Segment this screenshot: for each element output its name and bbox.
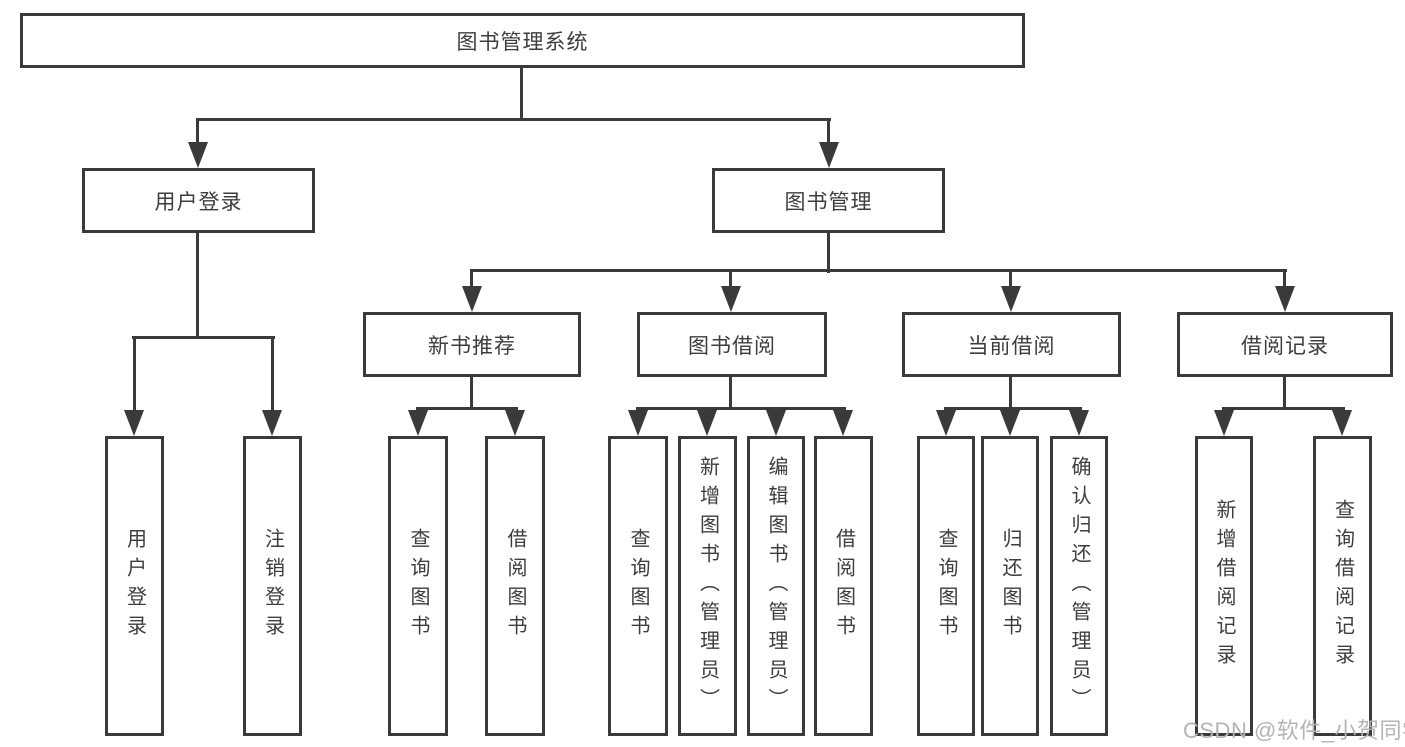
arrow-book-borrow	[721, 286, 741, 312]
arrow-borrow-record	[1275, 286, 1295, 312]
connector-user-login-split	[132, 336, 275, 339]
node-borrow-record: 借阅记录	[1177, 312, 1393, 377]
leaf-query-book-recommend: 查询图书	[388, 436, 448, 736]
node-borrow-record-label: 借阅记录	[1241, 334, 1329, 358]
connector-book-management-stem	[827, 231, 830, 273]
connector-root-split	[196, 118, 831, 121]
leaf-user-login: 用户登录	[105, 436, 164, 736]
node-user-login-label: 用户登录	[154, 190, 243, 214]
leaf-return-book-label: 归还图书	[999, 528, 1021, 644]
arrow-leaf-query-book-borrow	[628, 410, 648, 436]
leaf-user-login-label: 用户登录	[123, 528, 146, 644]
leaf-borrow-book-recommend: 借阅图书	[485, 436, 545, 736]
connector-book-management-split	[470, 269, 1287, 272]
arrow-leaf-add-book-admin	[697, 410, 717, 436]
connector-book-borrow-stem	[729, 375, 732, 410]
leaf-logout-login-label: 注销登录	[261, 528, 284, 644]
leaf-query-borrow-record-label: 查询借阅记录	[1331, 499, 1354, 673]
arrow-current-borrow	[1001, 286, 1021, 312]
connector-root-stem	[520, 66, 523, 120]
leaf-add-borrow-record-label: 新增借阅记录	[1213, 499, 1235, 673]
node-new-book-recommend: 新书推荐	[363, 312, 581, 377]
leaf-query-book-recommend-label: 查询图书	[407, 528, 429, 644]
leaf-borrow-book: 借阅图书	[814, 436, 873, 736]
leaf-return-book: 归还图书	[981, 436, 1039, 736]
leaf-edit-book-admin: 编辑图书（管理员）	[747, 436, 805, 736]
leaf-add-book-admin-label: 新增图书（管理员）	[696, 455, 719, 717]
leaf-confirm-return-admin: 确认归还（管理员）	[1050, 436, 1108, 736]
arrow-leaf-add-borrow-record	[1214, 410, 1234, 436]
connector-borrow-record-stem	[1283, 375, 1286, 410]
arrow-user-login	[188, 142, 208, 168]
connector-user-login-stem	[196, 231, 199, 338]
node-book-management-label: 图书管理	[784, 190, 873, 214]
connector-book-borrow-drop	[729, 269, 732, 291]
arrow-leaf-query-book-current	[936, 410, 956, 436]
leaf-query-book-current-label: 查询图书	[935, 528, 957, 644]
connector-leaf-user-login-drop	[133, 336, 136, 416]
connector-current-borrow-split	[944, 407, 1082, 410]
arrow-leaf-logout	[262, 410, 282, 436]
arrow-new-book-recommend	[462, 286, 482, 312]
connector-book-management-drop	[827, 118, 830, 148]
node-current-borrow: 当前借阅	[902, 312, 1121, 377]
node-user-login: 用户登录	[82, 168, 315, 233]
connector-new-book-recommend-stem	[470, 375, 473, 410]
connector-leaf-logout-drop	[271, 336, 274, 416]
leaf-query-borrow-record: 查询借阅记录	[1313, 436, 1372, 736]
connector-borrow-record-split	[1222, 407, 1345, 410]
node-root: 图书管理系统	[20, 13, 1025, 68]
node-book-management: 图书管理	[712, 168, 945, 233]
connector-current-borrow-drop	[1009, 269, 1012, 291]
leaf-add-book-admin: 新增图书（管理员）	[678, 436, 737, 736]
connector-current-borrow-stem	[1009, 375, 1012, 410]
node-book-borrow-label: 图书借阅	[688, 334, 776, 358]
arrow-leaf-borrow-book	[833, 410, 853, 436]
arrow-leaf-edit-book-admin	[766, 410, 786, 436]
node-root-label: 图书管理系统	[456, 30, 589, 54]
leaf-query-book-borrow-label: 查询图书	[627, 528, 649, 644]
connector-user-login-drop	[196, 118, 199, 148]
connector-book-borrow-split	[636, 407, 846, 410]
connector-new-book-recommend-drop	[470, 269, 473, 291]
arrow-leaf-confirm-return-admin	[1069, 410, 1089, 436]
arrow-leaf-query-book-recommend	[408, 410, 428, 436]
connector-new-book-recommend-split	[416, 407, 518, 410]
arrow-leaf-borrow-book-recommend	[505, 410, 525, 436]
node-current-borrow-label: 当前借阅	[967, 334, 1056, 358]
leaf-edit-book-admin-label: 编辑图书（管理员）	[765, 455, 787, 717]
connector-borrow-record-drop	[1283, 269, 1286, 291]
leaf-confirm-return-admin-label: 确认归还（管理员）	[1068, 455, 1090, 717]
leaf-borrow-book-recommend-label: 借阅图书	[504, 528, 526, 644]
node-new-book-recommend-label: 新书推荐	[428, 334, 516, 358]
leaf-logout-login: 注销登录	[243, 436, 302, 736]
arrow-leaf-user-login	[124, 410, 144, 436]
leaf-borrow-book-label: 借阅图书	[832, 528, 855, 644]
leaf-add-borrow-record: 新增借阅记录	[1195, 436, 1253, 736]
arrow-book-management	[819, 142, 839, 168]
leaf-query-book-current: 查询图书	[917, 436, 975, 736]
leaf-query-book-borrow: 查询图书	[608, 436, 668, 736]
csdn-watermark: CSDN @软件_小贺同学	[1183, 718, 1405, 743]
node-book-borrow: 图书借阅	[637, 312, 827, 377]
arrow-leaf-query-borrow-record	[1332, 410, 1352, 436]
arrow-leaf-return-book	[1000, 410, 1020, 436]
